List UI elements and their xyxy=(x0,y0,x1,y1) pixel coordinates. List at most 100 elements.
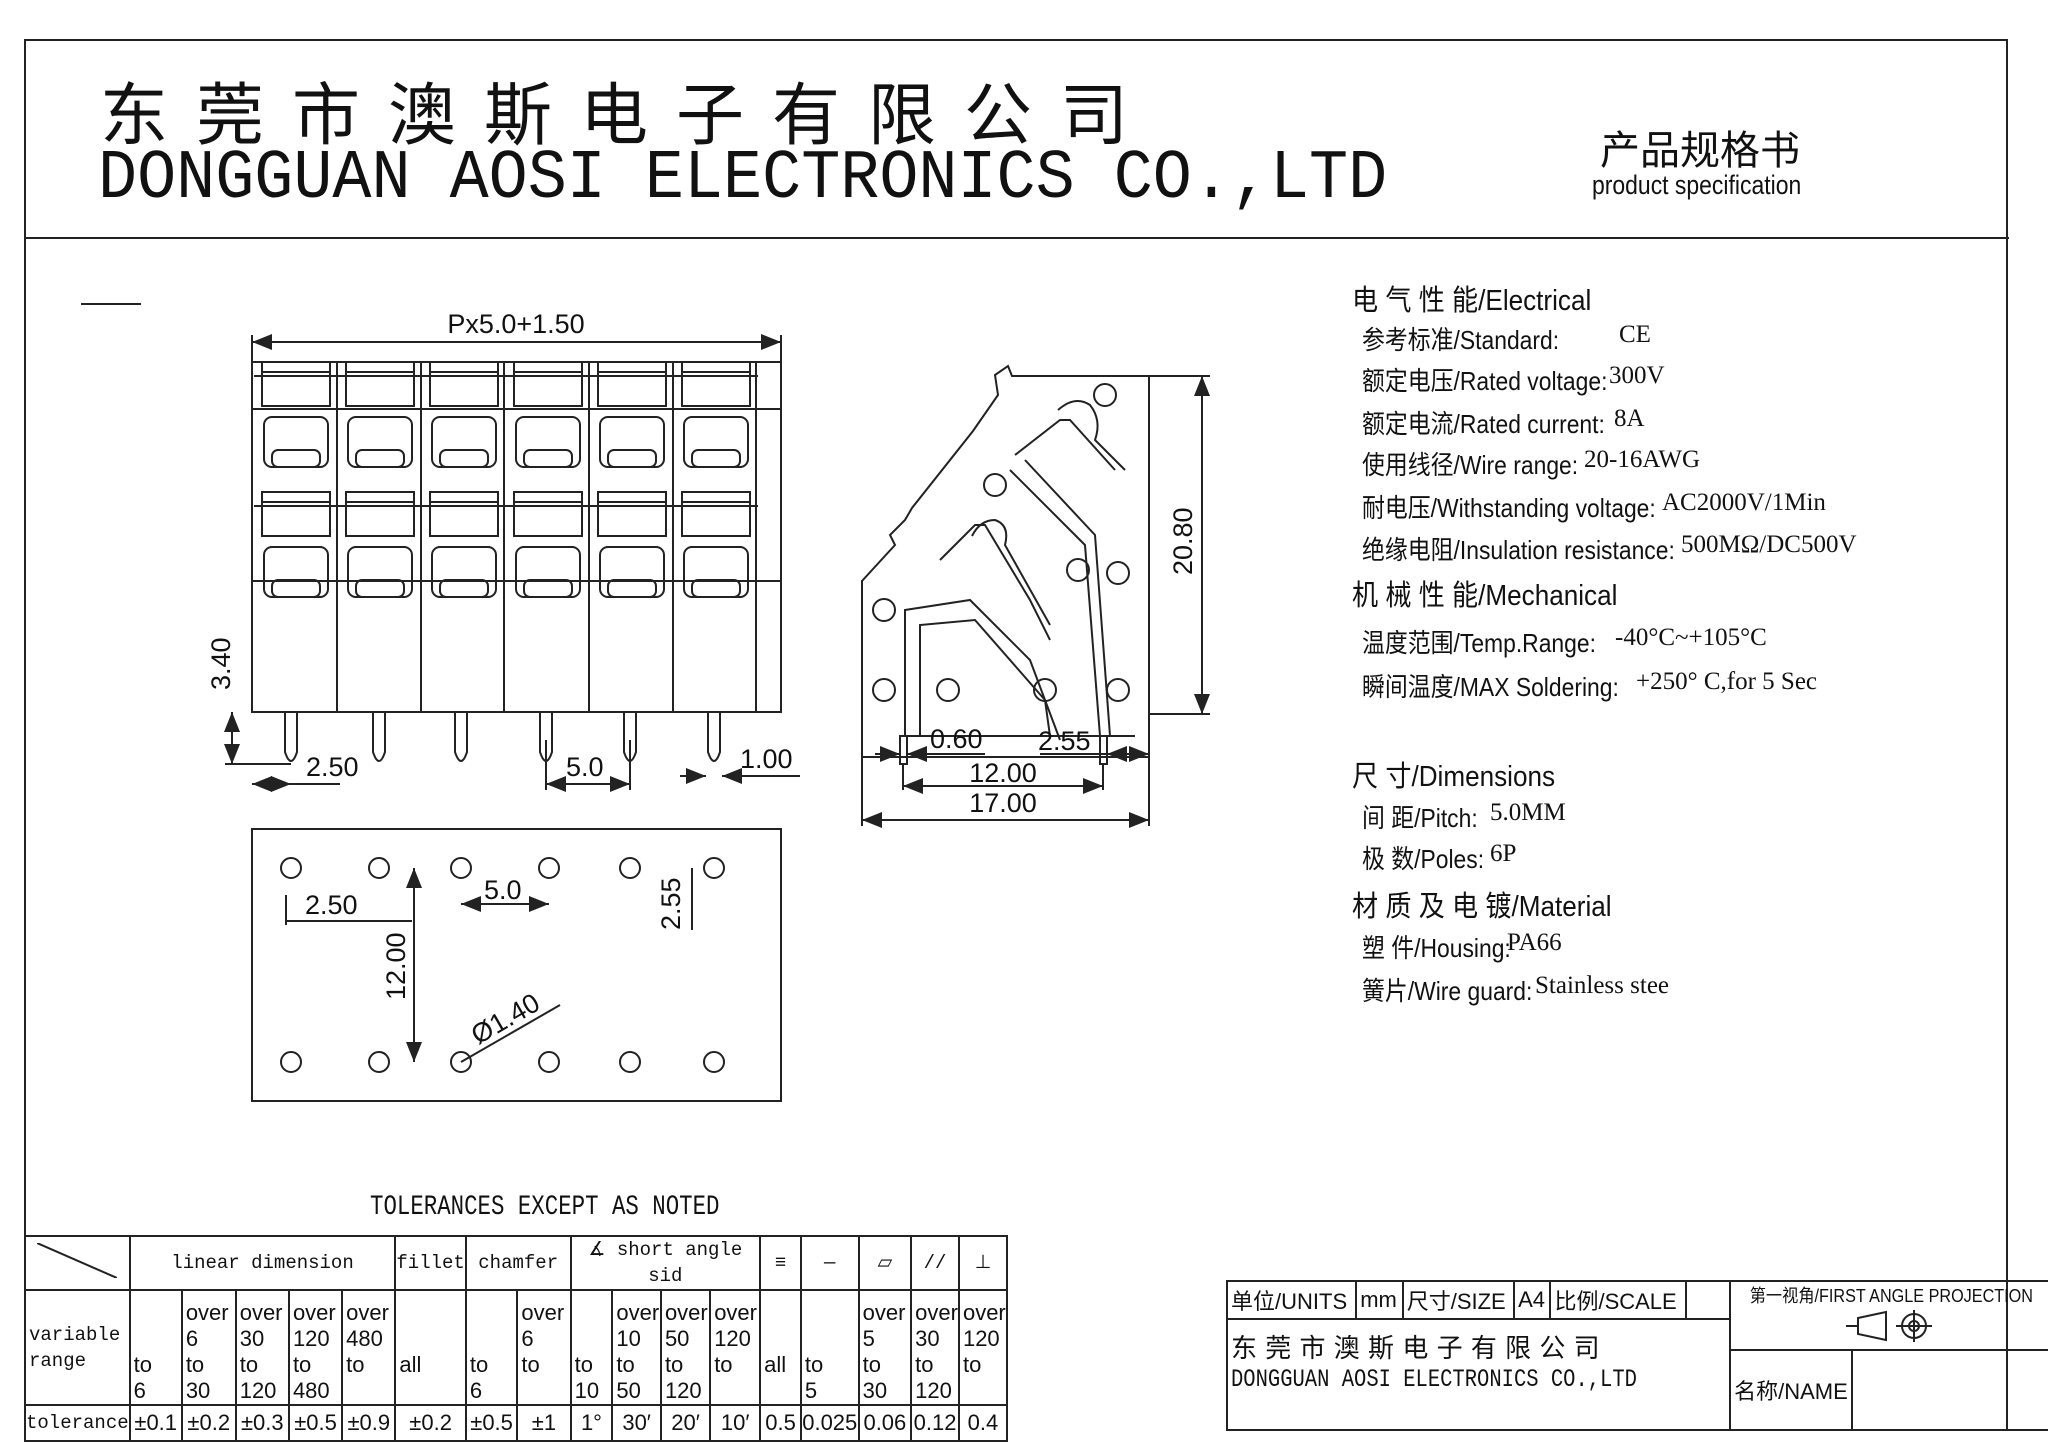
size-value: A4 xyxy=(1513,1280,1552,1320)
spec-label: 极 数/Poles: xyxy=(1362,844,1485,874)
wire-release-cap xyxy=(429,491,499,537)
tolerance-group-header: // xyxy=(910,1235,960,1291)
company-cell: 东 莞 市 澳 斯 电 子 有 限 公 司 DONGGUAN AOSI ELEC… xyxy=(1225,1318,1732,1431)
wire-release-cap xyxy=(261,361,331,407)
range-text xyxy=(963,1378,1006,1404)
wire-release-cap xyxy=(681,361,751,407)
wire-entry-hole xyxy=(347,416,413,468)
scale-label: 比例/SCALE xyxy=(1549,1280,1688,1320)
front-view: Px5.0+1.50 3.40 2.50 5.0 1.00 xyxy=(206,309,800,792)
range-text: over xyxy=(185,1300,229,1325)
title-block: 单位/UNITS mm 尺寸/SIZE A4 比例/SCALE 第一视角/FIR… xyxy=(1225,1280,2048,1431)
side-contact-upper xyxy=(1009,419,1116,737)
wire-entry-slot xyxy=(439,449,489,468)
tolerance-value: ±0.2 xyxy=(394,1404,467,1442)
tolerance-group-header: ⊥ xyxy=(957,1235,1009,1291)
wire-release-cap xyxy=(345,361,415,407)
mounting-hole xyxy=(872,598,896,622)
range-text: over xyxy=(292,1300,336,1325)
tolerance-value: 0.12 xyxy=(910,1404,960,1442)
mechanical-heading: 机 械 性 能/Mechanical xyxy=(1352,580,1618,612)
range-text xyxy=(399,1378,464,1404)
pcb-hole xyxy=(280,1051,302,1073)
pin-width-label: 1.00 xyxy=(740,744,793,774)
side-height-label: 20.80 xyxy=(1168,507,1198,575)
range-text: 120 xyxy=(664,1378,702,1403)
range-cell: all xyxy=(759,1289,802,1406)
range-text xyxy=(575,1326,612,1352)
terminal-pin xyxy=(707,712,721,762)
tolerance-value: 0.5 xyxy=(759,1404,802,1442)
range-text: to xyxy=(469,1352,489,1377)
terminal-pin xyxy=(623,712,637,762)
range-text: over xyxy=(616,1300,660,1325)
wire-entry-slot xyxy=(271,579,321,598)
range-text xyxy=(805,1326,858,1352)
range-text: to xyxy=(862,1352,881,1377)
projection-label: 第一视角/FIRST ANGLE PROJECTION xyxy=(1749,1286,2034,1306)
range-text: 10 xyxy=(616,1326,641,1351)
range-text: 50 xyxy=(664,1326,690,1351)
spec-label: 间 距/Pitch: xyxy=(1362,803,1478,833)
electrical-heading: 电 气 性 能/Electrical xyxy=(1352,285,1592,317)
doc-title-cn: 产品规格书 xyxy=(1600,128,1800,174)
range-text: to xyxy=(664,1352,684,1377)
range-text: 480 xyxy=(346,1326,383,1351)
company-name-cn: 东莞市澳斯电子有限公司 xyxy=(100,77,1157,156)
pcb-hole xyxy=(619,857,641,879)
range-text: 480 xyxy=(292,1378,330,1403)
wire-release-cap xyxy=(345,491,415,537)
material-heading: 材 质 及 电 镀/Material xyxy=(1352,891,1612,923)
range-text xyxy=(399,1300,464,1326)
tolerance-group-header: ≡ xyxy=(759,1235,802,1291)
wire-entry-hole xyxy=(263,546,329,598)
tolerance-row-label: tolerance xyxy=(24,1404,131,1442)
units-value: mm xyxy=(1355,1280,1404,1320)
pcb-hole xyxy=(368,1051,390,1073)
side-pin-left xyxy=(899,735,908,765)
front-width-label: Px5.0+1.50 xyxy=(447,309,584,339)
spec-value: +250° C,for 5 Sec xyxy=(1636,668,1818,695)
spec-value: 20-16AWG xyxy=(1584,446,1701,473)
range-text: 6 xyxy=(521,1326,534,1351)
tolerance-value: ±0.3 xyxy=(234,1404,290,1442)
range-text xyxy=(399,1326,464,1352)
side-clamp-lower xyxy=(939,524,1051,641)
scale-value xyxy=(1685,1280,1732,1320)
range-text: 6 xyxy=(185,1326,199,1351)
range-text: over xyxy=(239,1300,283,1325)
bottom-row-offset-label: 2.55 xyxy=(656,877,686,930)
spec-label: 绝缘电阻/Insulation resistance: xyxy=(1362,535,1675,565)
pcb-hole xyxy=(450,1051,472,1073)
range-text: 120 xyxy=(714,1326,751,1351)
range-text: to xyxy=(616,1352,635,1377)
bottom-edge-offset-label: 2.50 xyxy=(305,890,358,920)
terminal-pin xyxy=(454,712,468,762)
spec-label: 额定电流/Rated current: xyxy=(1362,409,1605,439)
side-view: 20.80 0.60 2.55 12.00 17.00 xyxy=(861,364,1210,828)
range-text: 30 xyxy=(185,1378,211,1403)
table-corner-cell xyxy=(24,1235,131,1291)
wire-entry-hole xyxy=(683,416,749,468)
range-text: 6 xyxy=(469,1378,483,1403)
spec-label: 额定电压/Rated voltage: xyxy=(1362,366,1608,396)
wire-entry-slot xyxy=(691,579,741,598)
hole-dia-leader xyxy=(460,1004,561,1063)
range-text: to xyxy=(804,1352,824,1377)
range-text: to xyxy=(185,1352,205,1377)
pin-length-label: 3.40 xyxy=(206,637,236,690)
range-text xyxy=(764,1326,800,1352)
units-label: 单位/UNITS xyxy=(1225,1280,1358,1320)
spec-label: 瞬间温度/MAX Soldering: xyxy=(1362,672,1619,702)
tolerance-value: ±1 xyxy=(516,1404,572,1442)
wire-entry-hole xyxy=(599,546,665,598)
wire-entry-slot xyxy=(607,449,657,468)
wire-entry-slot xyxy=(523,579,573,598)
tolerance-group-header: chamfer xyxy=(464,1235,572,1291)
pcb-hole xyxy=(703,857,725,879)
wire-entry-slot xyxy=(271,449,321,468)
range-text: over xyxy=(521,1300,565,1325)
